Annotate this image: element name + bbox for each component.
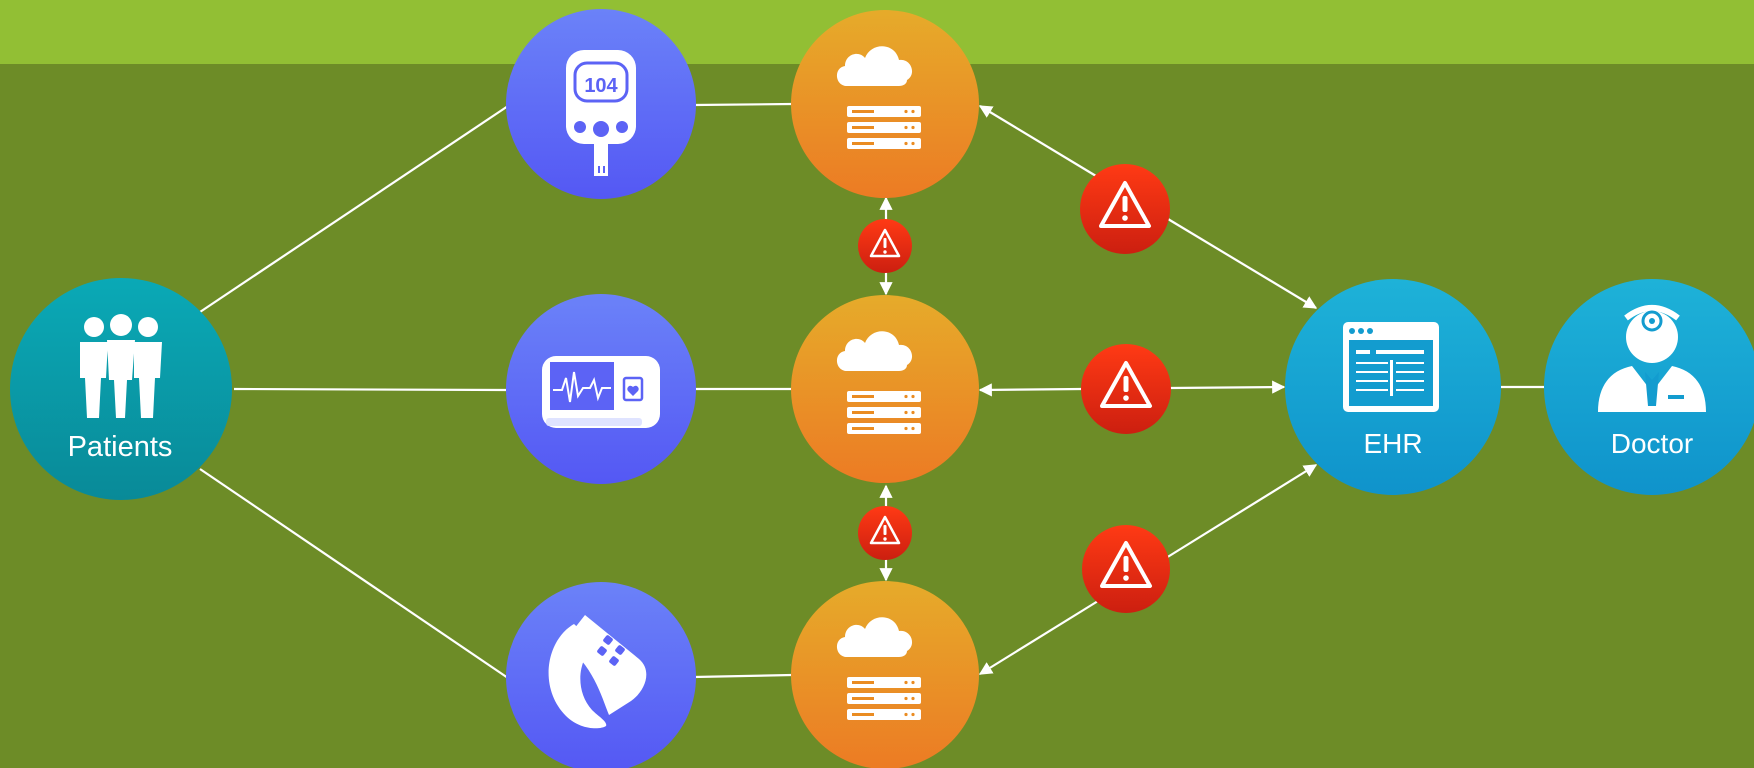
glucose-meter-node: 104 [506, 9, 696, 199]
alert-server-middle-ehr [1081, 344, 1171, 434]
glucose-meter-icon: 104 [566, 50, 636, 176]
ehr-node: EHR [1285, 279, 1501, 495]
link-glucose-server [693, 102, 793, 107]
warning-icon [1100, 361, 1152, 408]
cloud-server-icon [836, 46, 921, 149]
fitness-band-node [506, 582, 696, 768]
patients-node: Patients [10, 278, 232, 500]
ecg-monitor-node [506, 294, 696, 484]
arrow-alert-bottom-to-server [978, 600, 1099, 675]
glucose-reading: 104 [584, 75, 618, 97]
doctor-label: Doctor [1611, 428, 1693, 459]
arrow-alert-top-to-server [978, 105, 1097, 177]
link-patients-glucose [199, 105, 509, 313]
alert-server-top-middle [858, 219, 912, 273]
arrow-alert-top-to-ehr [1167, 218, 1318, 309]
warning-icon [869, 228, 901, 258]
cloud-server-icon [836, 331, 921, 434]
link-patients-ecg [233, 387, 507, 392]
cloud-server-middle-node [791, 295, 979, 483]
warning-icon [869, 515, 901, 545]
cloud-server-bottom-node [791, 581, 979, 768]
alert-server-bottom-ehr [1082, 525, 1170, 613]
arrow-alert-middle-to-server [978, 383, 1083, 397]
link-band-server [693, 673, 793, 679]
arrow-alert-bottom-to-ehr [1165, 464, 1318, 559]
patients-label: Patients [68, 431, 173, 463]
ehr-label: EHR [1363, 428, 1422, 459]
ehr-document-icon [1343, 322, 1439, 412]
warning-icon [1099, 181, 1151, 228]
connections [199, 102, 1546, 679]
warning-icon [1100, 541, 1152, 588]
cloud-server-icon [836, 617, 921, 720]
cloud-server-top-node [791, 10, 979, 198]
alert-server-top-ehr [1080, 164, 1170, 254]
fitness-band-icon [548, 615, 647, 729]
arrow-alert-middle-to-ehr [1169, 380, 1286, 394]
doctor-icon [1598, 305, 1706, 412]
doctor-node: Doctor [1544, 279, 1754, 495]
link-patients-band [199, 468, 509, 679]
alert-server-middle-bottom [858, 506, 912, 560]
people-group-icon [80, 314, 162, 418]
ecg-monitor-icon [542, 356, 660, 428]
